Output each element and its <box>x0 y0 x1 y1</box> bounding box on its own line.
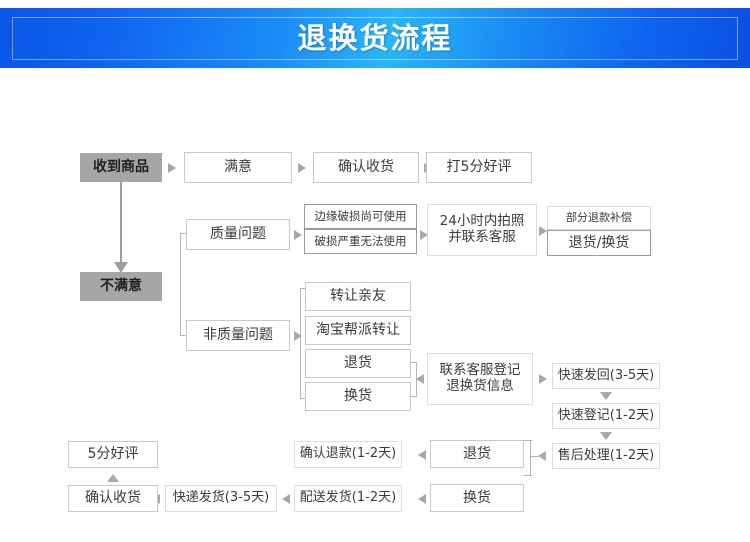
node-return-or-exchange[interactable]: 退货/换货 <box>547 230 651 256</box>
node-photo-contact-service[interactable]: 24小时内拍照 并联系客服 <box>427 204 537 256</box>
node-five-star-review-bottom[interactable]: 5分好评 <box>68 441 158 468</box>
connector-return-join <box>411 362 417 363</box>
arrow-nonquality-to-options-icon <box>294 331 302 341</box>
arrow-down-fastregistration-icon <box>600 432 612 440</box>
arrow-satisfied-to-confirm-icon <box>298 163 306 173</box>
arrow-left-refund-icon <box>418 450 426 460</box>
header-banner-inner-frame: 退换货流程 <box>12 17 738 60</box>
connector-resolution-exchange <box>524 475 532 476</box>
header-banner: 退换货流程 <box>0 8 750 68</box>
connector-options-top <box>300 288 308 289</box>
node-receive-goods[interactable]: 收到商品 <box>80 153 162 182</box>
node-fast-return[interactable]: 快速发回(3-5天) <box>552 363 660 389</box>
node-transfer-to-friend[interactable]: 转让亲友 <box>305 282 411 311</box>
node-confirm-receipt-bottom[interactable]: 确认收货 <box>68 485 158 512</box>
arrow-service-to-outcomes-icon <box>539 226 547 236</box>
node-five-star-review-top[interactable]: 打5分好评 <box>426 152 532 183</box>
arrow-down-fastreturn-icon <box>600 392 612 400</box>
node-fast-registration[interactable]: 快速登记(1-2天) <box>552 403 660 429</box>
arrow-left-exchange-icon <box>418 494 426 504</box>
connector-bracket-vertical <box>180 233 181 335</box>
node-confirm-receipt-top[interactable]: 确认收货 <box>313 152 419 183</box>
connector-options-bracket <box>300 288 301 398</box>
node-non-quality-problem[interactable]: 非质量问题 <box>186 320 290 351</box>
node-aftersales-processing[interactable]: 售后处理(1-2天) <box>552 443 660 469</box>
node-service-registration[interactable]: 联系客服登记 退换货信息 <box>427 353 533 405</box>
page-title: 退换货流程 <box>297 21 453 55</box>
node-return-option[interactable]: 退货 <box>305 349 411 378</box>
node-delivery-shipping[interactable]: 配送发货(1-2天) <box>294 485 402 512</box>
arrow-service-to-fastreturn-icon <box>539 374 547 384</box>
arrow-left-to-options-icon <box>416 374 424 384</box>
node-condition-minor-damage[interactable]: 边缘破损尚可使用 <box>304 204 417 229</box>
arrow-receive-to-satisfied-icon <box>168 163 176 173</box>
connector-receive-to-unsatisfied <box>120 182 122 264</box>
arrow-left-express-icon <box>282 494 290 504</box>
arrow-conditions-to-service-icon <box>420 230 428 240</box>
node-resolution-exchange[interactable]: 换货 <box>430 484 524 512</box>
connector-exchange-join <box>411 396 417 397</box>
node-taobao-group-transfer[interactable]: 淘宝帮派转让 <box>305 316 411 345</box>
arrow-up-review-icon <box>107 474 119 482</box>
arrow-left-aftersales-icon <box>538 451 546 461</box>
node-confirm-refund[interactable]: 确认退款(1-2天) <box>294 441 402 468</box>
arrow-down-unsatisfied-icon <box>114 262 128 273</box>
node-resolution-return[interactable]: 退货 <box>430 440 524 468</box>
connector-aftersales-left <box>530 456 542 457</box>
node-quality-problem[interactable]: 质量问题 <box>186 219 290 250</box>
node-unsatisfied[interactable]: 不满意 <box>80 272 162 301</box>
node-express-shipping[interactable]: 快递发货(3-5天) <box>165 485 277 512</box>
arrow-quality-to-conditions-icon <box>294 230 302 240</box>
node-condition-severe-damage[interactable]: 破损严重无法使用 <box>304 229 417 254</box>
connector-options-bottom <box>300 398 308 399</box>
node-satisfied[interactable]: 满意 <box>184 152 292 183</box>
connector-resolution-bracket <box>530 440 531 475</box>
node-partial-refund[interactable]: 部分退款补偿 <box>547 206 651 230</box>
node-exchange-option[interactable]: 换货 <box>305 382 411 411</box>
connector-resolution-return <box>524 440 532 441</box>
